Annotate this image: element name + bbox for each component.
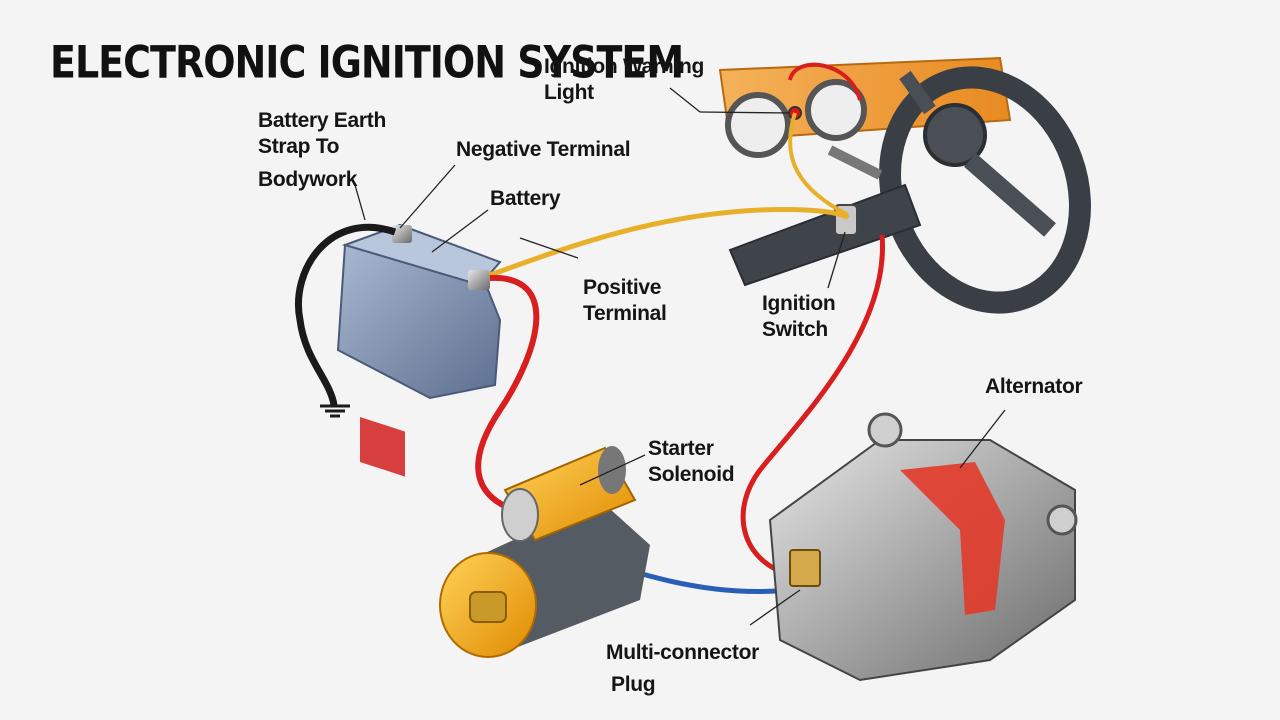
label-alternator: Alternator (985, 375, 1083, 398)
label-multi-connector-line1: Multi-connector (606, 641, 759, 664)
negative-terminal-icon (392, 225, 412, 243)
label-positive-terminal: Positive Terminal (583, 276, 667, 325)
earth-strap (295, 223, 397, 406)
page-title: ELECTRONIC IGNITION SYSTEM (50, 36, 684, 88)
label-ignition-warning-light: Ignition Warning Light (544, 55, 705, 104)
battery (336, 223, 502, 477)
gauge-left (725, 92, 791, 158)
alternator-sense-wire (740, 234, 885, 578)
earth-ground-icon (320, 404, 350, 418)
steering-column (728, 145, 922, 287)
label-battery: Battery (490, 187, 561, 210)
starter-motor (439, 500, 650, 658)
label-battery-earth-line2: Strap To (258, 135, 340, 158)
positive-terminal-icon (468, 270, 490, 290)
gauge-right (805, 79, 867, 141)
label-battery-earth-line1: Battery Earth (258, 109, 386, 132)
label-negative-terminal: Negative Terminal (456, 138, 631, 161)
warning-light-wire (788, 112, 849, 217)
label-battery-earth-line3: Bodywork (258, 168, 358, 191)
alternator (768, 412, 1078, 682)
label-starter-solenoid: Starter Solenoid (648, 437, 735, 486)
warning-light-red-wire (788, 62, 862, 101)
leader-lines (354, 87, 1006, 626)
positive-wire (475, 274, 540, 515)
label-multi-connector-line2: Plug (611, 673, 656, 696)
ignition-wire (489, 206, 850, 278)
label-ignition-switch: Ignition Switch (762, 292, 836, 341)
multi-connector-plug-icon (789, 549, 821, 587)
